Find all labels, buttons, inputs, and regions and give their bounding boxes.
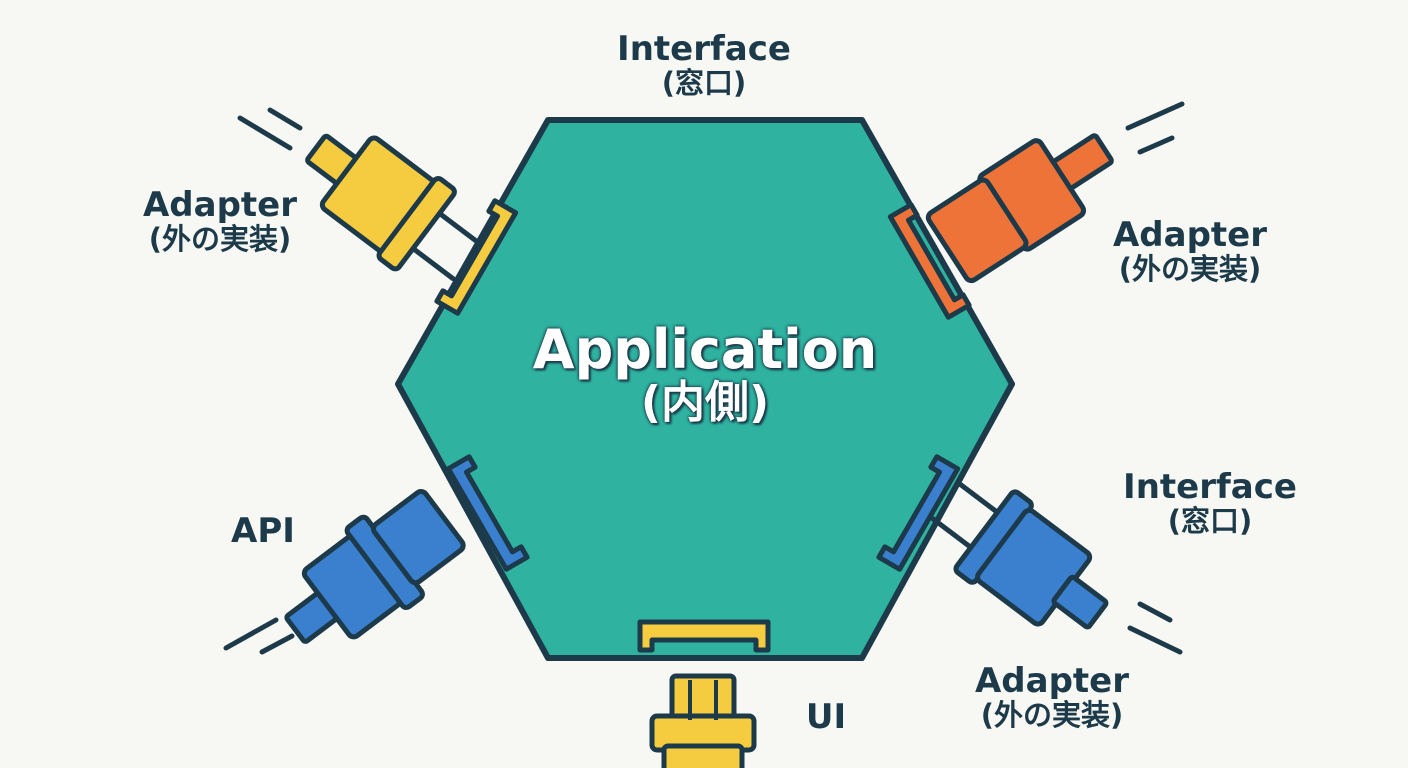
motion-lines-top-left [237,107,303,151]
application-title: Application (内側) [475,320,935,428]
motion-lines-top-right [1125,101,1185,155]
application-title-text: Application [532,318,878,381]
application-hexagon [395,117,1015,661]
port-top-right [887,202,972,320]
plug-top-right [925,133,1114,284]
label-adapter-top-left: Adapter (外の実装) [142,185,297,256]
plug-top-left [305,133,482,282]
port-bottom [637,619,771,653]
port-bottom-left [445,454,530,572]
label-top-interface: Interface (窓口) [617,29,791,100]
motion-lines-bottom-right [1127,601,1183,655]
plug-bottom-right [930,480,1109,630]
application-subtitle-text: (内側) [640,377,770,429]
plug-bottom [649,673,757,768]
label-ui: UI [805,697,847,737]
label-api: API [231,511,295,551]
port-top-left [434,198,519,316]
motion-lines-bottom-left [223,617,295,655]
label-adapter-bottom-right: Adapter (外の実装) [974,661,1129,732]
label-adapter-top-right: Adapter (外の実装) [1112,215,1267,286]
port-bottom-right [876,454,961,572]
label-right-interface: Interface (窓口) [1123,467,1297,538]
plug-bottom-ribs [688,680,718,720]
plug-bottom-left [284,488,466,644]
